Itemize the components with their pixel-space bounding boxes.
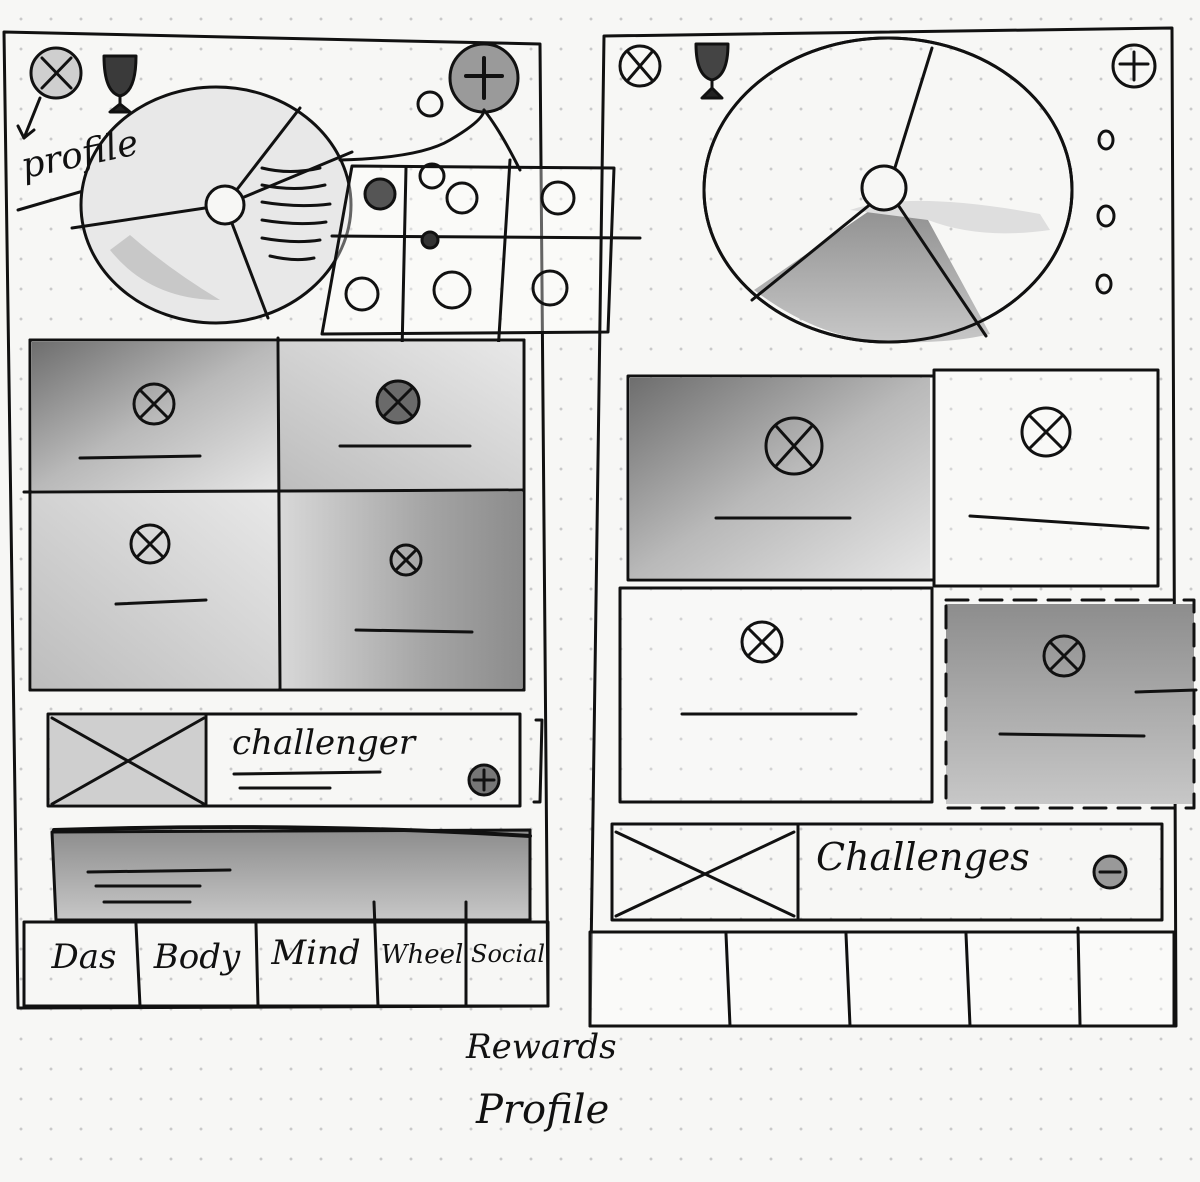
challenge-card-title-right: Challenges: [816, 835, 1030, 879]
balance-wheel[interactable]: [70, 85, 354, 325]
rewards-annotation: Rewards: [466, 1027, 617, 1067]
tab-bar: [588, 926, 1176, 1028]
challenge-desc-line: [232, 770, 382, 776]
profile-arrow-icon: [16, 96, 42, 140]
category-tile[interactable]: [932, 368, 1160, 588]
trophy-icon[interactable]: [694, 42, 730, 100]
profile-avatar-icon[interactable]: [618, 44, 662, 88]
tab-bar: [22, 900, 550, 1008]
trophy-icon[interactable]: [102, 54, 138, 114]
tab-body[interactable]: Body: [153, 937, 241, 977]
challenge-card[interactable]: [610, 822, 1164, 922]
category-label-line: [998, 732, 1146, 738]
profile-avatar-icon[interactable]: [29, 46, 83, 100]
badge-icon[interactable]: [418, 162, 446, 190]
badge-icon[interactable]: [420, 230, 440, 250]
tab-item[interactable]: [1080, 934, 1172, 1024]
badge-icon[interactable]: [363, 177, 397, 211]
category-tile[interactable]: [280, 492, 522, 688]
tab-das[interactable]: Das: [51, 937, 117, 977]
challenge-card-edge: [532, 718, 544, 804]
category-label-line: [114, 598, 208, 606]
add-button[interactable]: [1111, 43, 1157, 89]
category-label-line: [78, 454, 202, 460]
badge-icon[interactable]: [531, 269, 569, 307]
tab-item[interactable]: [728, 934, 848, 1024]
rewards-banner[interactable]: [50, 825, 532, 922]
category-tile[interactable]: [32, 492, 278, 688]
badge-icon[interactable]: [540, 180, 576, 216]
tab-social[interactable]: Social: [471, 940, 545, 968]
challenge-add-button[interactable]: [1092, 854, 1128, 890]
selected-category-tile[interactable]: [946, 604, 1194, 804]
right-phone-frame: [588, 26, 1178, 1028]
page-indicator-dot[interactable]: [1096, 204, 1116, 228]
badge-icon[interactable]: [344, 276, 380, 312]
category-icon: [389, 543, 423, 577]
category-icon: [740, 620, 784, 664]
banner-text-line: [86, 868, 232, 874]
category-icon: [132, 382, 176, 426]
challenge-card-title: challenger: [232, 723, 416, 763]
category-tile[interactable]: [630, 378, 930, 578]
balance-wheel[interactable]: [702, 36, 1074, 344]
small-dot-icon: [416, 90, 444, 118]
category-icon: [1020, 406, 1072, 458]
page-indicator-dot[interactable]: [1095, 273, 1113, 295]
category-label-line: [354, 628, 474, 634]
tab-item[interactable]: [968, 934, 1078, 1024]
badge-icon[interactable]: [432, 270, 472, 310]
category-tile[interactable]: [32, 342, 278, 490]
challenge-add-button[interactable]: [467, 763, 501, 797]
tab-item[interactable]: [592, 934, 726, 1024]
category-label-line: [1134, 688, 1198, 694]
category-tile[interactable]: [618, 586, 934, 804]
profile-footer-annotation: Profile: [476, 1087, 610, 1133]
category-label-line: [968, 514, 1150, 530]
tab-item[interactable]: [848, 934, 968, 1024]
add-button[interactable]: [448, 42, 520, 114]
badge-icon[interactable]: [445, 181, 479, 215]
challenge-card[interactable]: [46, 712, 522, 808]
category-icon: [375, 379, 421, 425]
category-icon: [1042, 634, 1086, 678]
badge-grid: [320, 108, 642, 354]
category-icon: [764, 416, 824, 476]
page-indicator-dot[interactable]: [1097, 129, 1115, 151]
category-icon: [129, 523, 171, 565]
tab-wheel[interactable]: Wheel: [380, 940, 464, 970]
tab-mind[interactable]: Mind: [271, 933, 361, 973]
